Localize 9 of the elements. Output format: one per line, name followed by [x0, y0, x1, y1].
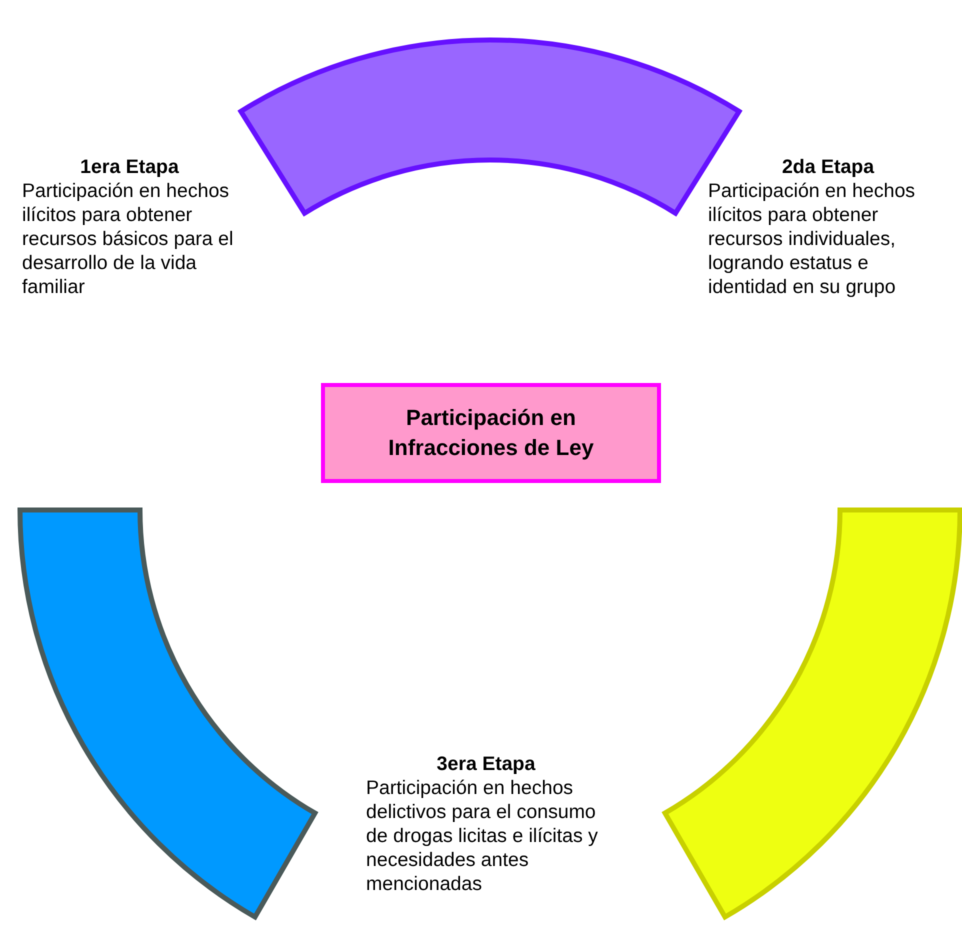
- stage-description: Participación en hechos ilícitos para obtener recursos básicos para el desarrollo de la vida familiar: [22, 179, 234, 299]
- center-box: Participación en Infracciones de Ley: [321, 383, 661, 483]
- stage-heading: 3era Etapa: [436, 752, 536, 776]
- stage-heading: 2da Etapa: [780, 155, 876, 179]
- arc-segment: [662, 508, 962, 920]
- stage-description: Participación en hechos ilícitos para obtener recursos individuales, logrando estatus e identidad en su grupo: [708, 179, 916, 299]
- arc-segment: [18, 508, 318, 920]
- stage-description: Participación en hechos delictivos para el consumo de drogas licitas e ilícitas y necesidades antes mencionadas: [366, 776, 599, 896]
- stage-heading: 1era Etapa: [79, 155, 180, 179]
